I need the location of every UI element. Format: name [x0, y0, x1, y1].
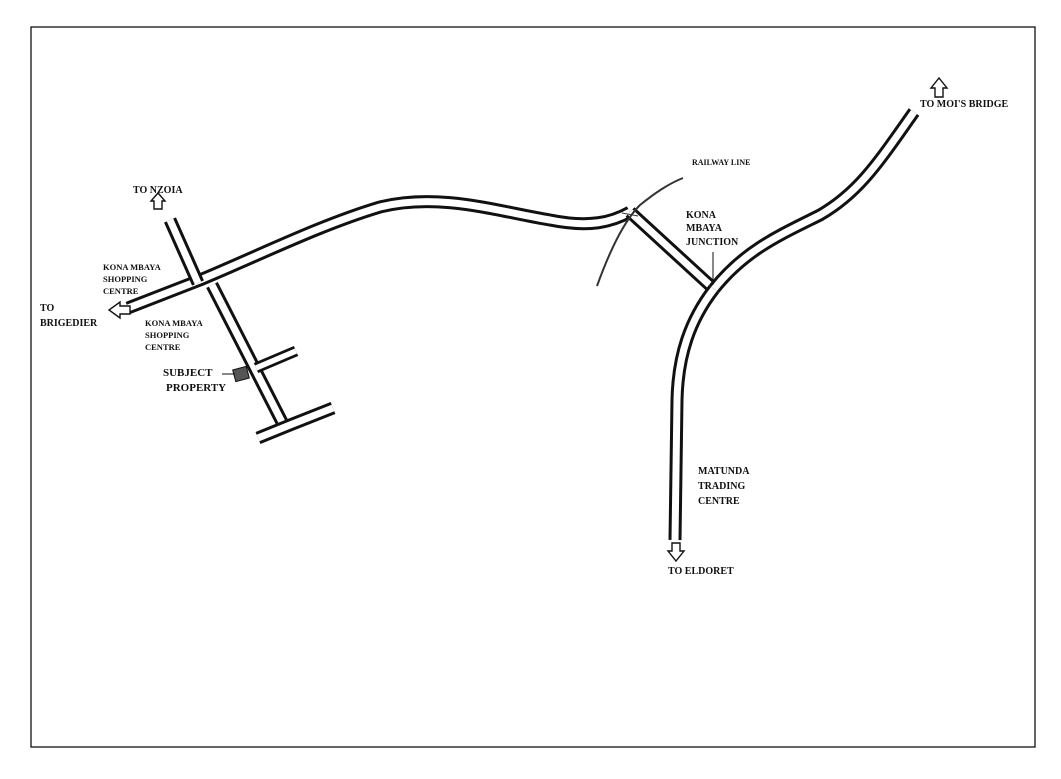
- road-access: [253, 345, 299, 374]
- road-to-eldoret: [668, 285, 720, 541]
- road-main: [125, 195, 634, 315]
- label-kona-mbaya-junction: KONA MBAYA JUNCTION: [686, 210, 739, 248]
- road-bottom-stub: [255, 401, 336, 445]
- label-kona-mbaya-shopping-south: KONA MBAYA SHOPPING CENTRE: [145, 318, 204, 352]
- label-to-eldoret: TO ELDORET: [668, 566, 734, 577]
- label-matunda-trading-centre: MATUNDA TRADING CENTRE: [698, 466, 751, 507]
- road-to-junction: [625, 207, 719, 294]
- label-kona-mbaya-shopping-north: KONA MBAYA SHOPPING CENTRE: [103, 262, 162, 296]
- road-subject-property: [206, 282, 291, 431]
- arrow-to-brigedier: [107, 300, 131, 320]
- subject-property-marker: [232, 365, 250, 383]
- railway-line: [596, 177, 684, 287]
- railway-crossing-tick: [621, 212, 639, 217]
- arrow-to-mois-bridge: [929, 76, 949, 98]
- arrow-to-eldoret: [666, 542, 686, 563]
- road-to-nzoia: [164, 217, 204, 286]
- roads: [125, 108, 920, 541]
- arrow-to-nzoia: [149, 191, 167, 210]
- road-to-mois-bridge: [708, 108, 920, 294]
- label-to-nzoia: TO NZOIA: [133, 185, 183, 196]
- label-to-brigedier: TO BRIGEDIER: [40, 303, 98, 329]
- map-border: [30, 26, 1036, 748]
- label-to-mois-bridge: TO MOI'S BRIDGE: [920, 99, 1008, 110]
- label-railway-line: RAILWAY LINE: [692, 158, 750, 167]
- label-subject-property: SUBJECT PROPERTY: [163, 367, 226, 394]
